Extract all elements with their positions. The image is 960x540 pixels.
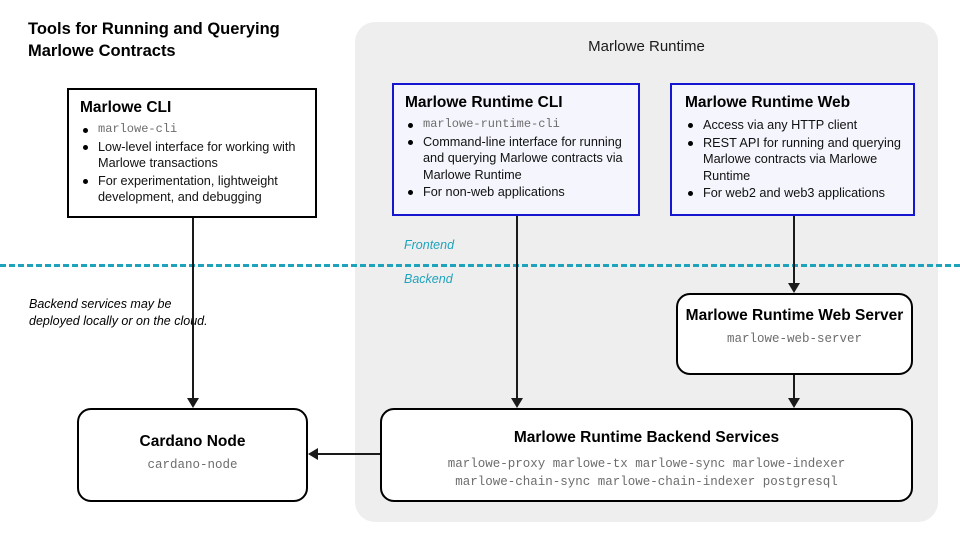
box-cardano-node: Cardano Node cardano-node xyxy=(77,408,308,502)
page-title: Tools for Running and Querying Marlowe C… xyxy=(28,20,280,61)
arrow-marlowe-cli-to-cardano-node xyxy=(187,218,199,408)
list-item: For non-web applications xyxy=(405,184,627,201)
box-marlowe-runtime-backend-services-title: Marlowe Runtime Backend Services xyxy=(513,429,780,446)
frontend-backend-divider xyxy=(0,264,960,267)
box-cardano-node-process: cardano-node xyxy=(147,458,238,472)
arrow-web-server-to-backend-services xyxy=(788,375,800,408)
box-marlowe-runtime-web-server: Marlowe Runtime Web Server marlowe-web-s… xyxy=(676,293,913,375)
box-marlowe-runtime-backend-services: Marlowe Runtime Backend Services marlowe… xyxy=(380,408,913,502)
list-item: marlowe-cli xyxy=(80,122,304,138)
box-marlowe-cli-title: Marlowe CLI xyxy=(80,99,172,116)
box-marlowe-runtime-web: Marlowe Runtime Web Access via any HTTP … xyxy=(670,83,915,216)
backend-label: Backend xyxy=(404,272,453,286)
list-item: For web2 and web3 applications xyxy=(685,185,902,202)
backend-services-processes-line2: marlowe-chain-sync marlowe-chain-indexer… xyxy=(455,475,838,490)
list-item: REST API for running and querying Marlow… xyxy=(685,135,902,185)
box-marlowe-runtime-web-bullets: Access via any HTTP client REST API for … xyxy=(685,117,902,202)
box-marlowe-cli: Marlowe CLI marlowe-cli Low-level interf… xyxy=(67,88,317,218)
list-item: Command-line interface for running and q… xyxy=(405,134,627,184)
box-marlowe-runtime-web-server-title: Marlowe Runtime Web Server xyxy=(685,307,904,324)
list-item: Access via any HTTP client xyxy=(685,117,902,134)
box-marlowe-runtime-cli: Marlowe Runtime CLI marlowe-runtime-cli … xyxy=(392,83,640,216)
box-marlowe-runtime-cli-bullets: marlowe-runtime-cli Command-line interfa… xyxy=(405,117,627,201)
frontend-label: Frontend xyxy=(404,238,455,252)
list-item: For experimentation, lightweight develop… xyxy=(80,173,304,206)
box-marlowe-runtime-web-title: Marlowe Runtime Web xyxy=(685,94,851,111)
box-backend-services-processes: marlowe-proxy marlowe-tx marlowe-sync ma… xyxy=(382,455,911,491)
list-item: Low-level interface for working with Mar… xyxy=(80,139,304,172)
box-marlowe-runtime-cli-title: Marlowe Runtime CLI xyxy=(405,94,563,111)
arrow-runtime-web-to-web-server xyxy=(788,216,800,293)
box-cardano-node-title: Cardano Node xyxy=(139,433,246,450)
marlowe-runtime-panel-title: Marlowe Runtime xyxy=(588,38,705,55)
list-item: marlowe-runtime-cli xyxy=(405,117,627,133)
box-marlowe-cli-bullets: marlowe-cli Low-level interface for work… xyxy=(80,122,304,206)
backend-deployment-note: Backend services may be deployed locally… xyxy=(29,297,208,329)
arrow-backend-services-to-cardano-node xyxy=(308,448,380,460)
backend-services-processes-line1: marlowe-proxy marlowe-tx marlowe-sync ma… xyxy=(447,457,846,471)
box-marlowe-runtime-web-server-process: marlowe-web-server xyxy=(726,332,863,347)
arrow-runtime-cli-to-backend-services xyxy=(511,216,523,408)
